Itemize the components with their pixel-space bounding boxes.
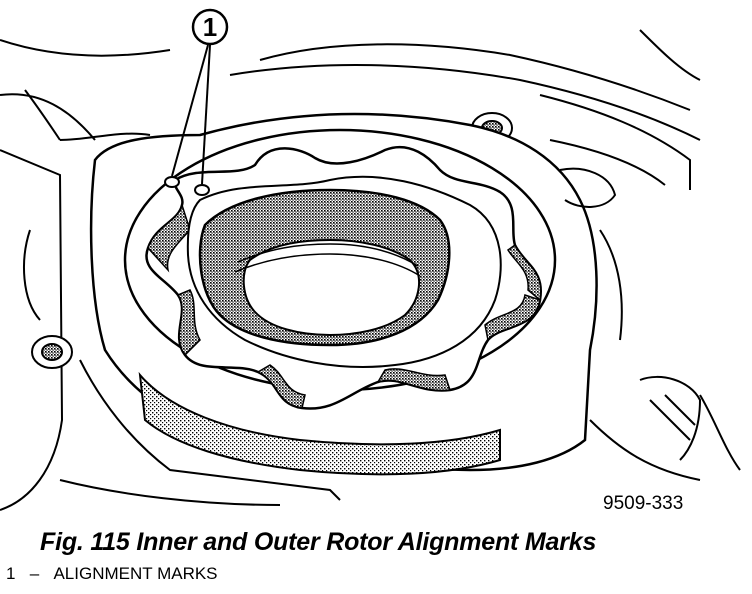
oil-pump-rotor-illustration: 1: [0, 8, 741, 511]
callout-1-number: 1: [203, 12, 217, 42]
legend-item-label: ALIGNMENT MARKS: [53, 564, 218, 583]
figure-reference-number: 9509-333: [603, 493, 684, 514]
callout-leader-lines: [171, 44, 211, 185]
engine-housing-lines: [0, 29, 741, 511]
figure-caption: Fig. 115 Inner and Outer Rotor Alignment…: [40, 528, 597, 556]
pump-body-side-wall: [138, 371, 501, 476]
legend-item-number: 1: [6, 564, 16, 583]
alignment-marks: [164, 176, 210, 196]
central-bore: [198, 188, 451, 347]
rotor-lobe-shading: [147, 202, 542, 409]
legend-item: 1–ALIGNMENT MARKS: [6, 564, 218, 584]
legend-item-separator: –: [29, 564, 40, 583]
bolt-hole-left-lower: [31, 335, 73, 369]
housing-detail-right: [559, 167, 702, 461]
callout-1: 1: [191, 8, 229, 46]
